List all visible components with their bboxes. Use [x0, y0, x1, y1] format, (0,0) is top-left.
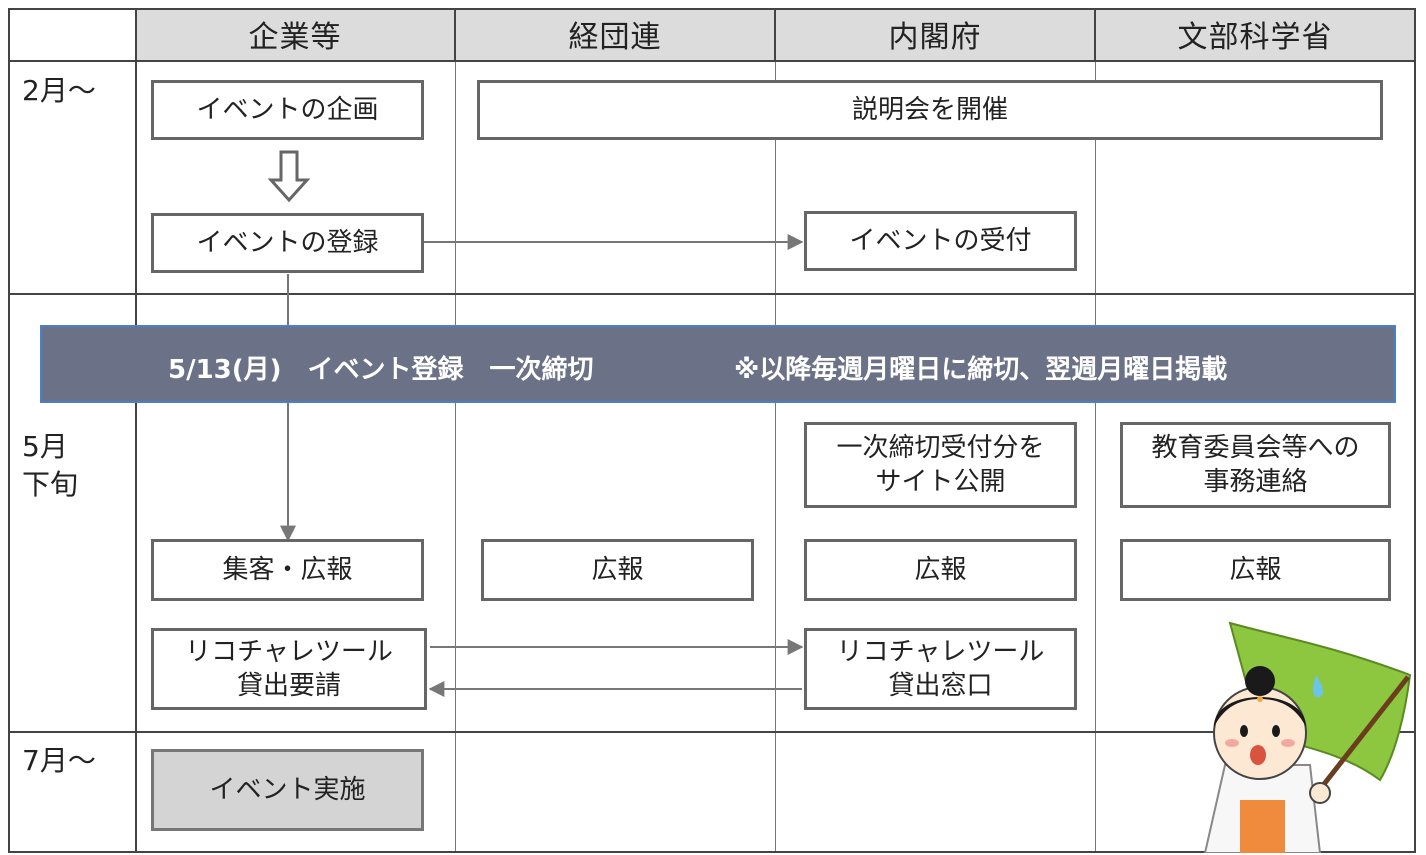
box-briefing-session: 説明会を開催 — [477, 80, 1383, 140]
grid-line-period — [135, 8, 137, 853]
grid-border-right — [1414, 8, 1416, 853]
banner-deadline-text: 5/13(月) イベント登録 一次締切 — [168, 355, 594, 385]
grid-line-row1 — [8, 293, 1416, 295]
column-header-companies: 企業等 — [136, 8, 456, 60]
box-event-reception: イベントの受付 — [804, 211, 1077, 271]
box-tool-loan-window: リコチャレツール 貸出窓口 — [804, 628, 1077, 710]
box-board-liaison: 教育委員会等への 事務連絡 — [1120, 422, 1391, 508]
deadline-banner: 5/13(月) イベント登録 一次締切 ※以降毎週月曜日に締切、翌週月曜日掲載 — [40, 325, 1396, 403]
box-pr-companies: 集客・広報 — [151, 539, 424, 601]
grid-line-col2 — [455, 60, 456, 853]
flag-mascot-illustration-icon — [1203, 621, 1412, 853]
grid-line-row2 — [8, 731, 1416, 733]
period-feb: 2月～ — [22, 74, 96, 107]
box-pr-keidanren: 広報 — [481, 539, 754, 601]
box-event-registration: イベントの登録 — [151, 213, 424, 273]
column-header-keidanren: 経団連 — [456, 8, 776, 60]
grid-border-left — [8, 8, 10, 853]
hollow-down-arrow-icon — [267, 150, 311, 203]
box-pr-mext: 広報 — [1120, 539, 1391, 601]
grid-line-col3 — [775, 60, 776, 853]
grid-line-col4 — [1095, 60, 1096, 853]
grid-border-top — [8, 8, 1416, 10]
grid-border-bottom — [8, 851, 1416, 853]
grid-line-header — [8, 60, 1416, 62]
box-event-held: イベント実施 — [151, 749, 424, 831]
column-header-mext: 文部科学省 — [1096, 8, 1416, 60]
header-corner — [8, 8, 136, 60]
box-event-planning: イベントの企画 — [151, 80, 424, 140]
box-pr-cabinet-office: 広報 — [804, 539, 1077, 601]
box-site-publication: 一次締切受付分を サイト公開 — [804, 422, 1077, 508]
column-header-cabinet-office: 内閣府 — [776, 8, 1096, 60]
period-jul: 7月～ — [22, 744, 96, 777]
box-tool-loan-request: リコチャレツール 貸出要請 — [151, 628, 427, 710]
period-late-may: 5月 下旬 — [22, 430, 79, 501]
banner-weekly-note: ※以降毎週月曜日に締切、翌週月曜日掲載 — [734, 355, 1228, 385]
